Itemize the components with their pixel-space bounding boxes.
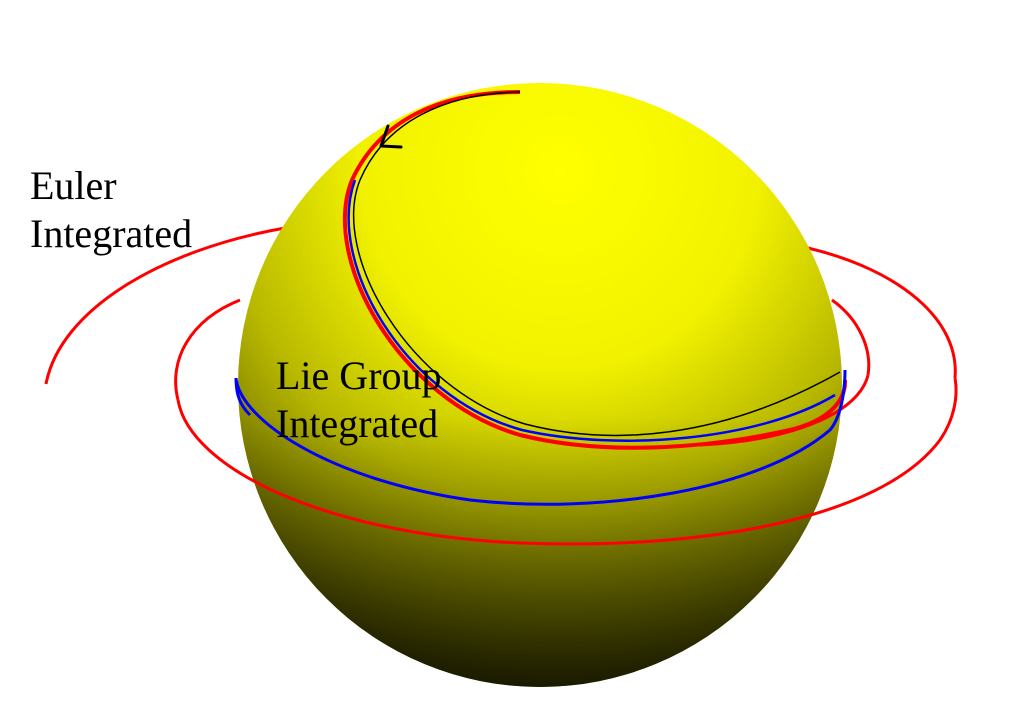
- lie-label-line1: Lie Group: [276, 353, 442, 398]
- lie-group-integrated-label: Lie Group Integrated: [276, 352, 442, 448]
- start-arrow-icon: [379, 124, 403, 149]
- euler-trajectory-back: [44, 226, 957, 401]
- lie-label-line2: Integrated: [276, 401, 439, 446]
- sphere: [238, 83, 842, 687]
- euler-integrated-label: Euler Integrated: [30, 162, 192, 258]
- reference-trajectory: [352, 91, 841, 437]
- lie-group-trajectory: [234, 179, 847, 506]
- euler-label-line2: Integrated: [30, 211, 193, 256]
- euler-label-line1: Euler: [30, 163, 117, 208]
